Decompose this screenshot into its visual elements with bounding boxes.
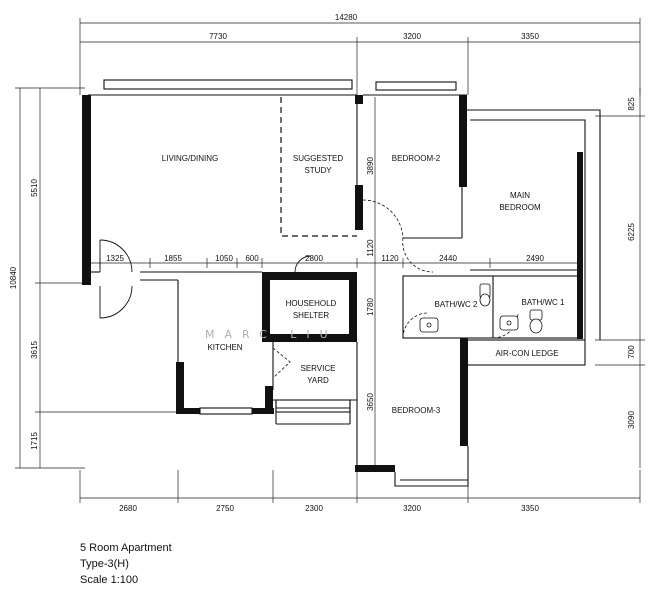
room-labels: LIVING/DINING SUGGESTED STUDY BEDROOM-2 …	[162, 154, 565, 415]
toilet-bowl-icon	[529, 318, 543, 334]
dim-inner-1120: 1120	[381, 254, 399, 263]
dim-top-3: 3350	[521, 32, 539, 41]
dim-inner-2490: 2490	[526, 254, 544, 263]
dim-vert-1780: 1780	[366, 298, 375, 316]
dim-right-2: 6225	[627, 223, 636, 241]
thin-walls	[88, 79, 601, 487]
dim-inner-2440: 2440	[439, 254, 457, 263]
room-service-yard-line2: YARD	[307, 376, 329, 385]
dim-inner-2800: 2800	[305, 254, 323, 263]
plan-title: 5 Room Apartment	[80, 542, 172, 554]
dim-bottom-3: 2300	[305, 504, 323, 513]
basin-drain-icon	[426, 322, 432, 328]
room-household-shelter-line2: SHELTER	[293, 311, 330, 320]
watermark-text: MARC LIU	[205, 328, 338, 341]
dim-top-2: 3200	[403, 32, 421, 41]
room-bedroom-3: BEDROOM-3	[392, 406, 441, 415]
room-bath-wc-2: BATH/WC 2	[435, 300, 479, 309]
room-main-bedroom-line1: MAIN	[510, 191, 530, 200]
room-kitchen: KITCHEN	[207, 343, 242, 352]
room-service-yard-line1: SERVICE	[301, 364, 336, 373]
dim-bottom-1: 2680	[119, 504, 137, 513]
dim-bottom-4: 3200	[403, 504, 421, 513]
plan-scale: Scale 1:100	[80, 574, 139, 586]
dim-inner-1050: 1050	[215, 254, 233, 263]
floor-plan: 14280 7730 3200 3350 2680 2750 2300 3200…	[9, 13, 645, 513]
room-bath-wc-1: BATH/WC 1	[522, 298, 566, 307]
dim-left-2: 3615	[30, 341, 39, 359]
dim-top-1: 7730	[209, 32, 227, 41]
dim-inner-600: 600	[245, 254, 259, 263]
plan-type: Type-3(H)	[80, 558, 129, 570]
shelter-door	[294, 255, 312, 273]
solid-walls	[82, 95, 583, 472]
dim-vert-3890: 3890	[366, 157, 375, 175]
entrance-door	[99, 239, 133, 319]
dimension-labels: 14280 7730 3200 3350 2680 2750 2300 3200…	[9, 13, 636, 513]
dim-bottom-2: 2750	[216, 504, 234, 513]
bath-fixtures	[419, 283, 543, 334]
dim-right-3: 700	[627, 345, 636, 359]
toilet-bowl-icon	[479, 293, 491, 307]
room-study-line1: SUGGESTED	[293, 154, 343, 163]
room-study-line2: STUDY	[304, 166, 332, 175]
basin-drain-icon	[506, 320, 512, 326]
dim-right-1: 825	[627, 97, 636, 111]
dim-right-4: 3090	[627, 411, 636, 429]
toilet-icon	[529, 309, 543, 321]
door-swings	[272, 199, 519, 379]
dim-vert-3650: 3650	[366, 393, 375, 411]
room-main-bedroom-line2: BEDROOM	[499, 203, 541, 212]
room-living-dining: LIVING/DINING	[162, 154, 218, 163]
room-aircon-ledge: AIR-CON LEDGE	[495, 349, 558, 358]
dim-left-overall: 10840	[9, 266, 18, 289]
dim-bottom-5: 3350	[521, 504, 539, 513]
dim-vert-1120: 1120	[366, 239, 375, 257]
dim-inner-1855: 1855	[164, 254, 182, 263]
dim-left-3: 1715	[30, 432, 39, 450]
dim-left-1: 5510	[30, 179, 39, 197]
dim-overall-width: 14280	[335, 13, 358, 22]
dim-inner-1325: 1325	[106, 254, 124, 263]
room-household-shelter-line1: HOUSEHOLD	[286, 299, 337, 308]
room-bedroom-2: BEDROOM-2	[392, 154, 441, 163]
